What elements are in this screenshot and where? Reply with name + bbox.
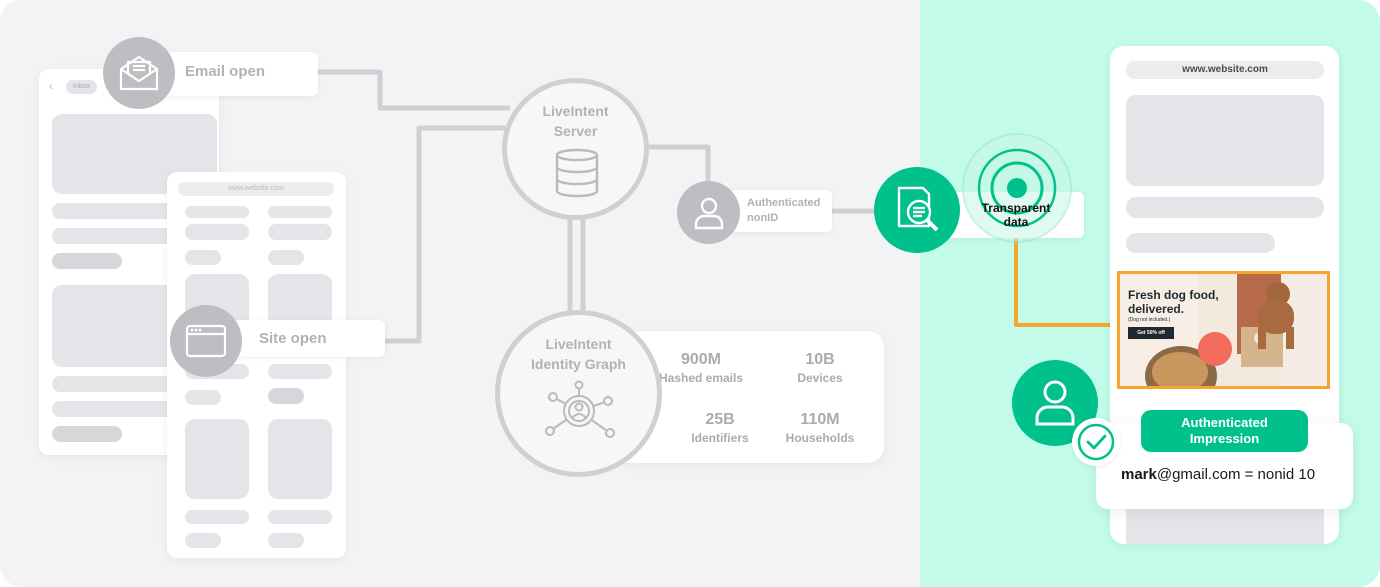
- content-tile: [268, 419, 332, 499]
- verified-check: [1072, 418, 1120, 466]
- placeholder-line: [268, 206, 332, 218]
- email-open-node: [103, 37, 175, 109]
- stat-label: Devices: [797, 371, 843, 385]
- stat-value: 110M: [800, 411, 840, 428]
- placeholder-line: [268, 224, 332, 240]
- signal-broadcast-icon: [962, 133, 1072, 243]
- identity-match-text: mark@gmail.com = nonid 10: [1121, 466, 1315, 483]
- stat-value: 25B: [705, 411, 735, 428]
- server-title-line1: LiveIntent: [542, 103, 609, 119]
- browser-window-icon: [185, 324, 227, 358]
- placeholder-line: [268, 533, 304, 548]
- email-open-label: Email open: [152, 52, 318, 96]
- document-search-icon: [897, 186, 939, 232]
- connector-site-to-server: [385, 125, 505, 344]
- back-arrow-icon[interactable]: ‹: [49, 79, 53, 93]
- auth-nonid-line2: nonID: [747, 212, 779, 224]
- person-icon: [694, 197, 723, 229]
- ad-subtext: (Dog not included.): [1128, 317, 1171, 323]
- authenticated-impression-badge: Authenticated Impression: [1141, 410, 1308, 452]
- inbox-tag: Inbox: [66, 80, 98, 94]
- dog-leg: [1286, 327, 1294, 349]
- identity-graph-title-line1: LiveIntent: [545, 336, 612, 352]
- server-title-line2: Server: [553, 123, 598, 139]
- mini-url-bar: www.website.com: [178, 182, 334, 196]
- placeholder-line: [185, 224, 249, 240]
- stat-label: Hashed emails: [658, 371, 744, 385]
- placeholder-line: [268, 510, 332, 524]
- placeholder-line: [268, 250, 304, 265]
- ad-headline-line2: delivered.: [1128, 302, 1185, 316]
- transparent-data-line2: data: [1003, 215, 1029, 229]
- auth-nonid-text: Authenticated nonID: [747, 196, 820, 226]
- placeholder-line: [1126, 197, 1324, 218]
- connector-email-to-server: [318, 69, 510, 111]
- stat-value: 900M: [680, 351, 722, 368]
- site-open-text: Site open: [259, 330, 327, 347]
- placeholder-line: [268, 364, 332, 379]
- data-lookup-node: [874, 167, 960, 253]
- url-bar: www.website.com: [1126, 61, 1324, 79]
- stat-label: Identifiers: [691, 431, 749, 445]
- placeholder-line: [52, 253, 122, 269]
- auth-nonid-node: [677, 181, 740, 244]
- food-contents: [1152, 352, 1208, 386]
- identity-user: mark: [1121, 466, 1157, 483]
- identity-graph-title: LiveIntent Identity Graph: [500, 334, 657, 374]
- impression-line2: Impression: [1189, 431, 1260, 446]
- placeholder-line: [268, 388, 304, 404]
- checkmark-icon: [1077, 423, 1115, 461]
- identity-graph-node: LiveIntent Identity Graph: [495, 310, 662, 477]
- content-tile: [185, 419, 249, 499]
- identity-graph-title-line2: Identity Graph: [531, 356, 626, 372]
- ad-cta-button[interactable]: Get 50% off: [1128, 327, 1174, 339]
- ad-headline-line1: Fresh dog food,: [1128, 288, 1219, 302]
- ad-creative[interactable]: Fresh dog food, delivered. (Dog not incl…: [1117, 271, 1330, 389]
- identity-match-rest: @gmail.com = nonid 10: [1156, 466, 1316, 483]
- envelope-icon: [119, 55, 159, 91]
- auth-nonid-line1: Authenticated: [747, 197, 821, 209]
- server-title: LiveIntent Server: [507, 101, 644, 141]
- placeholder-line: [185, 206, 249, 218]
- impression-line1: Authenticated: [1181, 415, 1268, 430]
- database-icon: [555, 148, 599, 198]
- site-open-node: [170, 305, 242, 377]
- site-open-label: Site open: [215, 320, 385, 357]
- person-icon: [1035, 380, 1075, 426]
- connector-transparent-to-ad: [1014, 238, 1120, 327]
- connector-server-to-nonid: [646, 144, 711, 195]
- placeholder-line: [52, 426, 122, 442]
- placeholder-line: [1126, 233, 1275, 253]
- placeholder-line: [185, 390, 221, 405]
- placeholder-line: [185, 510, 249, 524]
- placeholder-line: [185, 533, 221, 548]
- email-open-text: Email open: [185, 63, 266, 80]
- stat-label: Households: [785, 431, 855, 445]
- stat-value: 10B: [805, 351, 835, 368]
- network-person-icon: [545, 380, 615, 438]
- hero-placeholder: [1126, 95, 1324, 186]
- placeholder-line: [185, 250, 221, 265]
- dog-leg: [1258, 327, 1266, 349]
- ad-headline: Fresh dog food, delivered.: [1128, 288, 1219, 316]
- transparent-data-line1: Transparent: [981, 201, 1051, 215]
- liveintent-server-node: LiveIntent Server: [502, 78, 649, 220]
- transparent-data-text: Transparent data: [960, 201, 1072, 229]
